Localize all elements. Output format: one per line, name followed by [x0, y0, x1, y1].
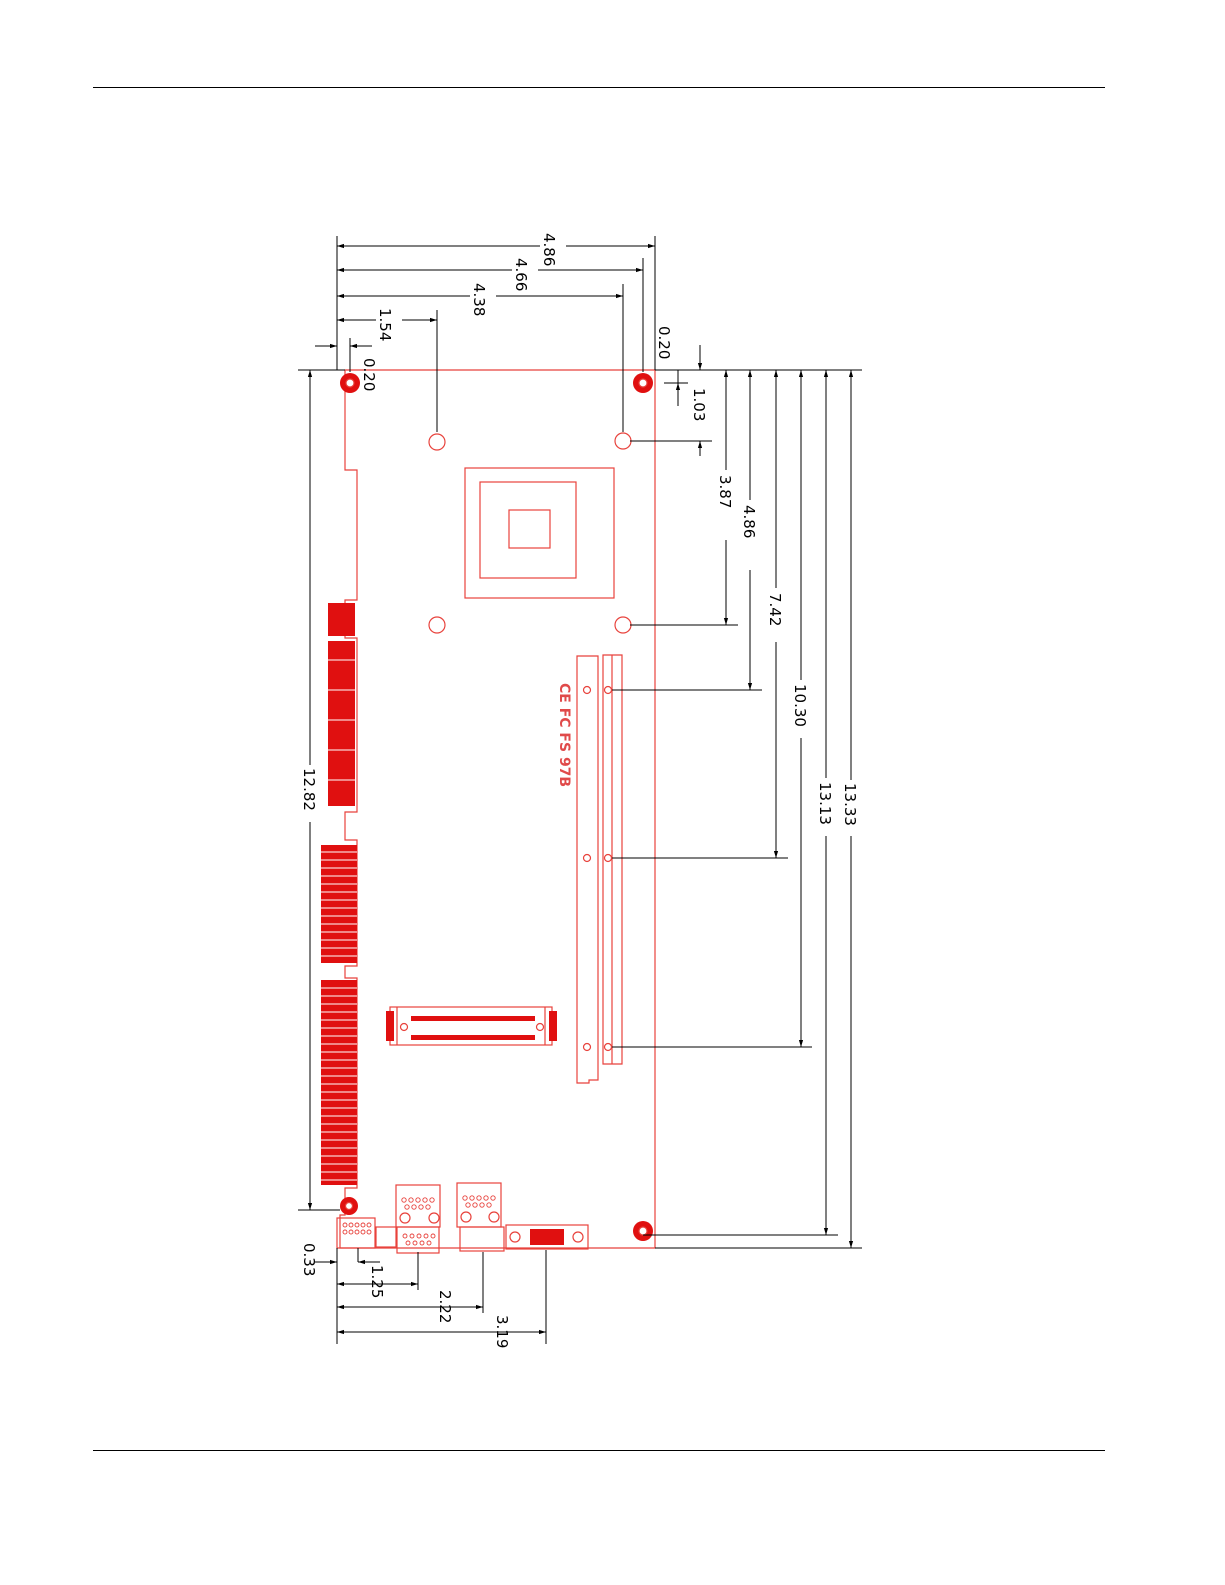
dim-right-13-33: 13.33: [841, 783, 859, 826]
vga-pin-block: [530, 1229, 564, 1245]
dim-left-12-82: 12.82: [300, 768, 318, 811]
dim-top-4-86: 4.86: [540, 233, 558, 266]
dim-right-3-87: 3.87: [716, 475, 734, 508]
dim-top-1-54: 1.54: [376, 308, 394, 341]
dim-right-1-03: 1.03: [690, 388, 708, 421]
dimension-labels: 4.86 4.66 4.38 1.54 0.20 0.20 1.03 3.87 …: [300, 233, 859, 1348]
dim-right-10-30: 10.30: [791, 684, 809, 727]
dim-bottom-3-19: 3.19: [493, 1315, 511, 1348]
dim-bottom-2-22: 2.22: [436, 1290, 454, 1323]
dim-right-7-42: 7.42: [766, 593, 784, 626]
dim-right-13-13: 13.13: [816, 782, 834, 825]
dim-top-0-20: 0.20: [360, 358, 378, 391]
dim-right-4-86: 4.86: [740, 505, 758, 538]
compliance-marking: CE FC FS 97B: [556, 683, 572, 787]
dim-bottom-1-25: 1.25: [368, 1265, 386, 1298]
mounting-holes: [346, 379, 648, 1242]
dim-top-4-66: 4.66: [512, 258, 530, 291]
connector-pins: [343, 1196, 495, 1245]
dim-top-4-38: 4.38: [470, 283, 488, 316]
dimension-lines: [298, 236, 862, 1344]
dim-bottom-0-33: 0.33: [300, 1243, 318, 1276]
board-outline: [337, 370, 655, 1253]
dim-right-0-20: 0.20: [655, 326, 673, 359]
